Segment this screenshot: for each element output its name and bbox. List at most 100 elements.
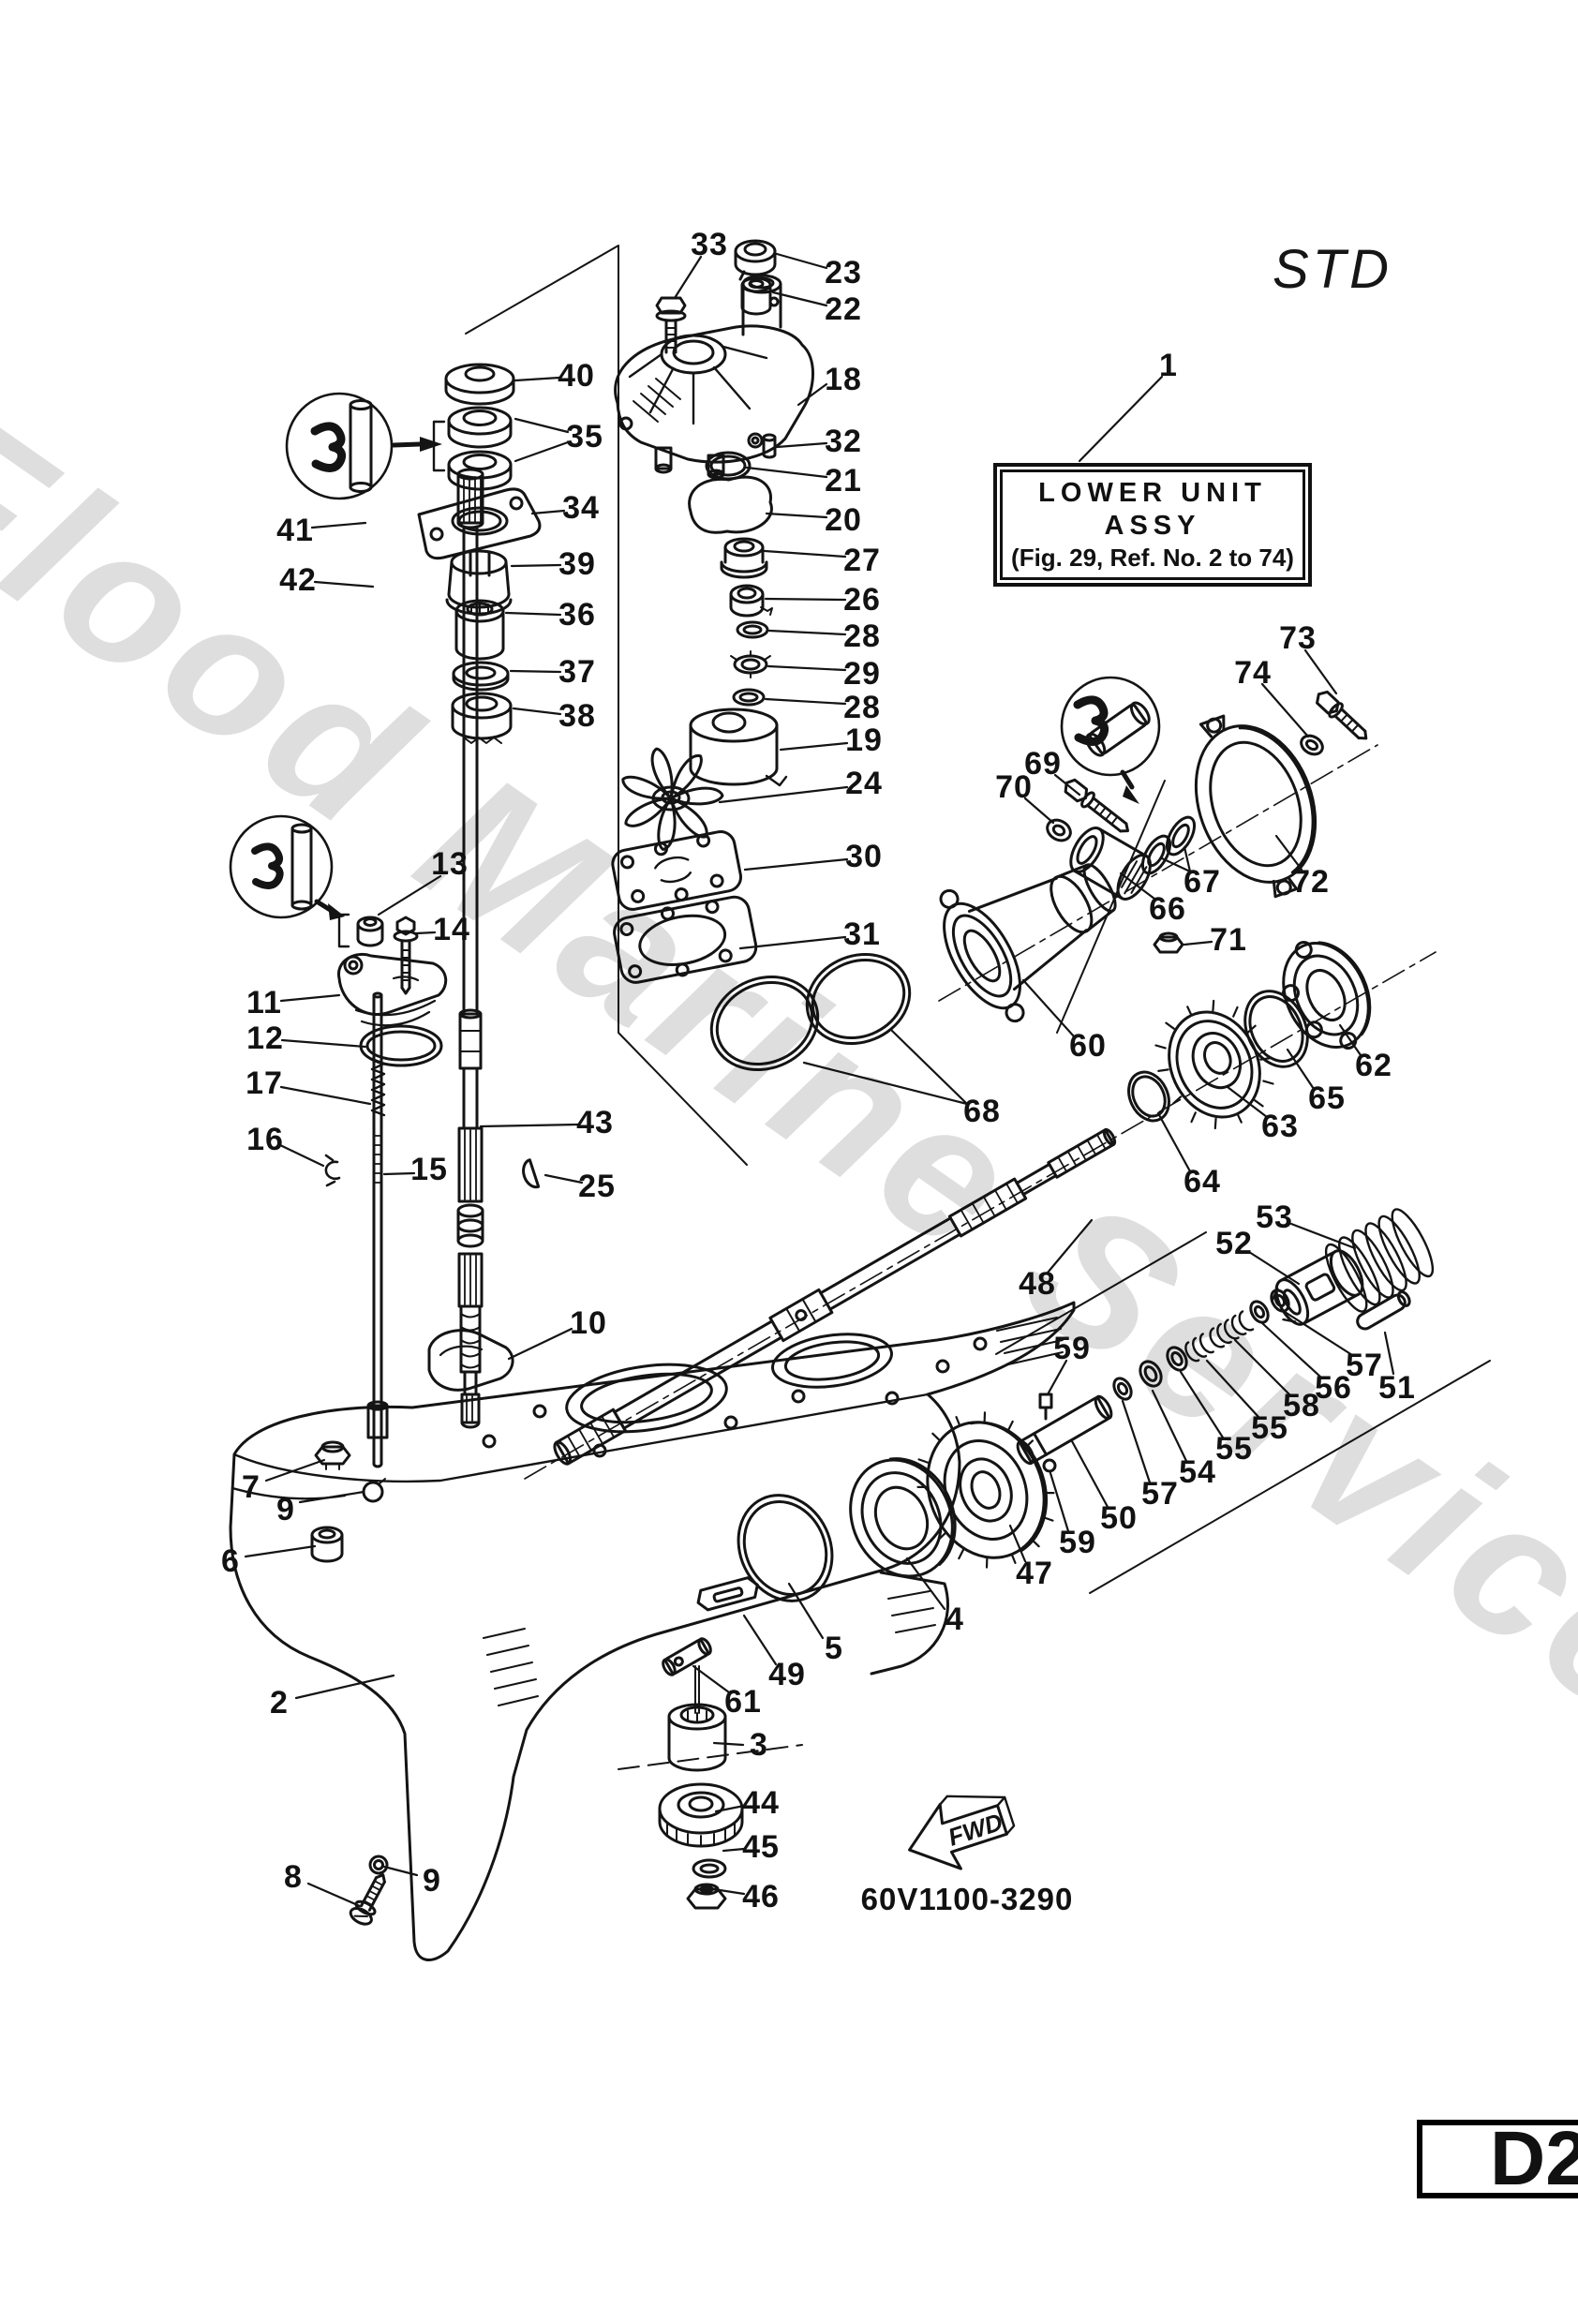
callout-1: 1: [1159, 348, 1178, 383]
callout-22: 22: [825, 291, 862, 327]
callout-52: 52: [1215, 1226, 1253, 1261]
part-64-oring: [1127, 1070, 1170, 1123]
part-59-pin-upper: [1038, 1393, 1053, 1421]
callout-9: 9: [423, 1863, 441, 1899]
callout-12: 12: [246, 1020, 284, 1056]
callout-54: 54: [1179, 1454, 1216, 1490]
detail-circle-shiftrod-clip: [229, 814, 345, 920]
callout-70: 70: [995, 769, 1033, 805]
part-49-anode-clamp: [696, 1576, 759, 1612]
part-55-spring: [1184, 1333, 1214, 1363]
callout-59: 59: [1059, 1525, 1096, 1560]
part-30-plate: [611, 830, 742, 911]
leader-lines: [244, 252, 1395, 1908]
callout-61: 61: [724, 1684, 762, 1720]
callout-6: 6: [221, 1543, 240, 1579]
callout-37: 37: [558, 654, 596, 690]
part-60-carrier: [939, 863, 1117, 1023]
callout-25: 25: [578, 1169, 616, 1204]
part-51-pin: [1356, 1290, 1411, 1331]
callout-57: 57: [1346, 1348, 1383, 1383]
callout-56: 56: [1315, 1370, 1352, 1406]
callout-40: 40: [558, 358, 595, 394]
part-6-bushing: [310, 1526, 344, 1563]
callout-73: 73: [1279, 620, 1317, 656]
part-28-washer-a: [736, 620, 769, 639]
part-55-collar: [1166, 1346, 1188, 1372]
callout-14: 14: [433, 912, 470, 947]
callout-49: 49: [768, 1657, 806, 1692]
callout-63: 63: [1261, 1109, 1299, 1144]
part-57-washer-front: [1112, 1377, 1133, 1401]
callout-51: 51: [1378, 1370, 1416, 1406]
callout-3: 3: [750, 1727, 768, 1763]
callout-71: 71: [1210, 922, 1247, 958]
part-31-gasket: [613, 895, 758, 984]
part-33-bolt: [655, 296, 687, 354]
callout-62: 62: [1355, 1048, 1392, 1083]
part-23-bushing: [734, 239, 777, 281]
part-59-ball-lower: [1042, 1458, 1057, 1473]
callout-46: 46: [742, 1879, 780, 1914]
part-40-cap: [444, 363, 515, 406]
callout-18: 18: [825, 362, 862, 397]
part-32-pin: [762, 433, 777, 459]
lower-unit-assy-box: LOWER UNIT ASSY (Fig. 29, Ref. No. 2 to …: [993, 463, 1312, 587]
part-4-bearing: [849, 1457, 957, 1578]
callout-68: 68: [963, 1094, 1001, 1129]
detail-circle-carrier-clip: [1060, 676, 1161, 804]
callout-57: 57: [1141, 1476, 1179, 1512]
callout-42: 42: [279, 562, 317, 598]
callout-9: 9: [276, 1492, 295, 1527]
callout-4: 4: [945, 1601, 964, 1637]
callout-45: 45: [742, 1829, 780, 1865]
part-47-gear: [916, 1411, 1055, 1569]
part-16-clip: [324, 1154, 341, 1187]
part-22-collar: [740, 276, 772, 316]
callout-43: 43: [576, 1105, 614, 1140]
part-3-bushing: [667, 1665, 727, 1772]
part-44-pinion-gear: [658, 1782, 744, 1848]
callout-2: 2: [270, 1685, 289, 1721]
detail-circle-driveshaft-clip: [285, 392, 442, 500]
callout-60: 60: [1069, 1028, 1107, 1064]
part-28-washer-b: [732, 688, 766, 707]
callout-38: 38: [558, 698, 596, 734]
callout-28: 28: [843, 690, 881, 725]
callout-5: 5: [825, 1631, 843, 1666]
part-5-oring: [737, 1494, 834, 1602]
lower-unit-assy-box-inner: LOWER UNIT ASSY (Fig. 29, Ref. No. 2 to …: [1000, 469, 1305, 580]
callout-13: 13: [431, 846, 469, 882]
part-2-gearcase: [229, 1301, 1076, 1961]
callout-55: 55: [1251, 1410, 1288, 1446]
part-38-seal: [451, 692, 513, 744]
part-36-bearing: [454, 599, 505, 661]
callout-35: 35: [566, 419, 603, 454]
part-46-nut: [686, 1883, 727, 1910]
part-27-cup: [720, 537, 768, 579]
callout-41: 41: [276, 513, 314, 548]
part-73-bolt: [1316, 690, 1368, 740]
callout-33: 33: [691, 227, 728, 262]
callout-58: 58: [1283, 1388, 1320, 1423]
callout-24: 24: [845, 766, 883, 801]
callout-44: 44: [742, 1785, 780, 1821]
callout-19: 19: [845, 723, 883, 758]
callout-74: 74: [1234, 655, 1272, 691]
part-74-washer: [1300, 734, 1324, 756]
callout-11: 11: [246, 985, 282, 1020]
callout-26: 26: [843, 582, 881, 618]
page-code-label: D2: [1490, 2116, 1578, 2201]
part-13-bushing: [337, 913, 384, 948]
callout-30: 30: [845, 839, 883, 874]
callout-27: 27: [843, 543, 881, 578]
part-62-bearing: [1281, 940, 1372, 1050]
part-58-spring: [1209, 1310, 1255, 1348]
callout-17: 17: [246, 1065, 283, 1101]
callout-72: 72: [1292, 864, 1330, 900]
callout-29: 29: [843, 656, 881, 692]
part-53-spring: [1324, 1208, 1435, 1313]
callout-39: 39: [558, 546, 596, 582]
